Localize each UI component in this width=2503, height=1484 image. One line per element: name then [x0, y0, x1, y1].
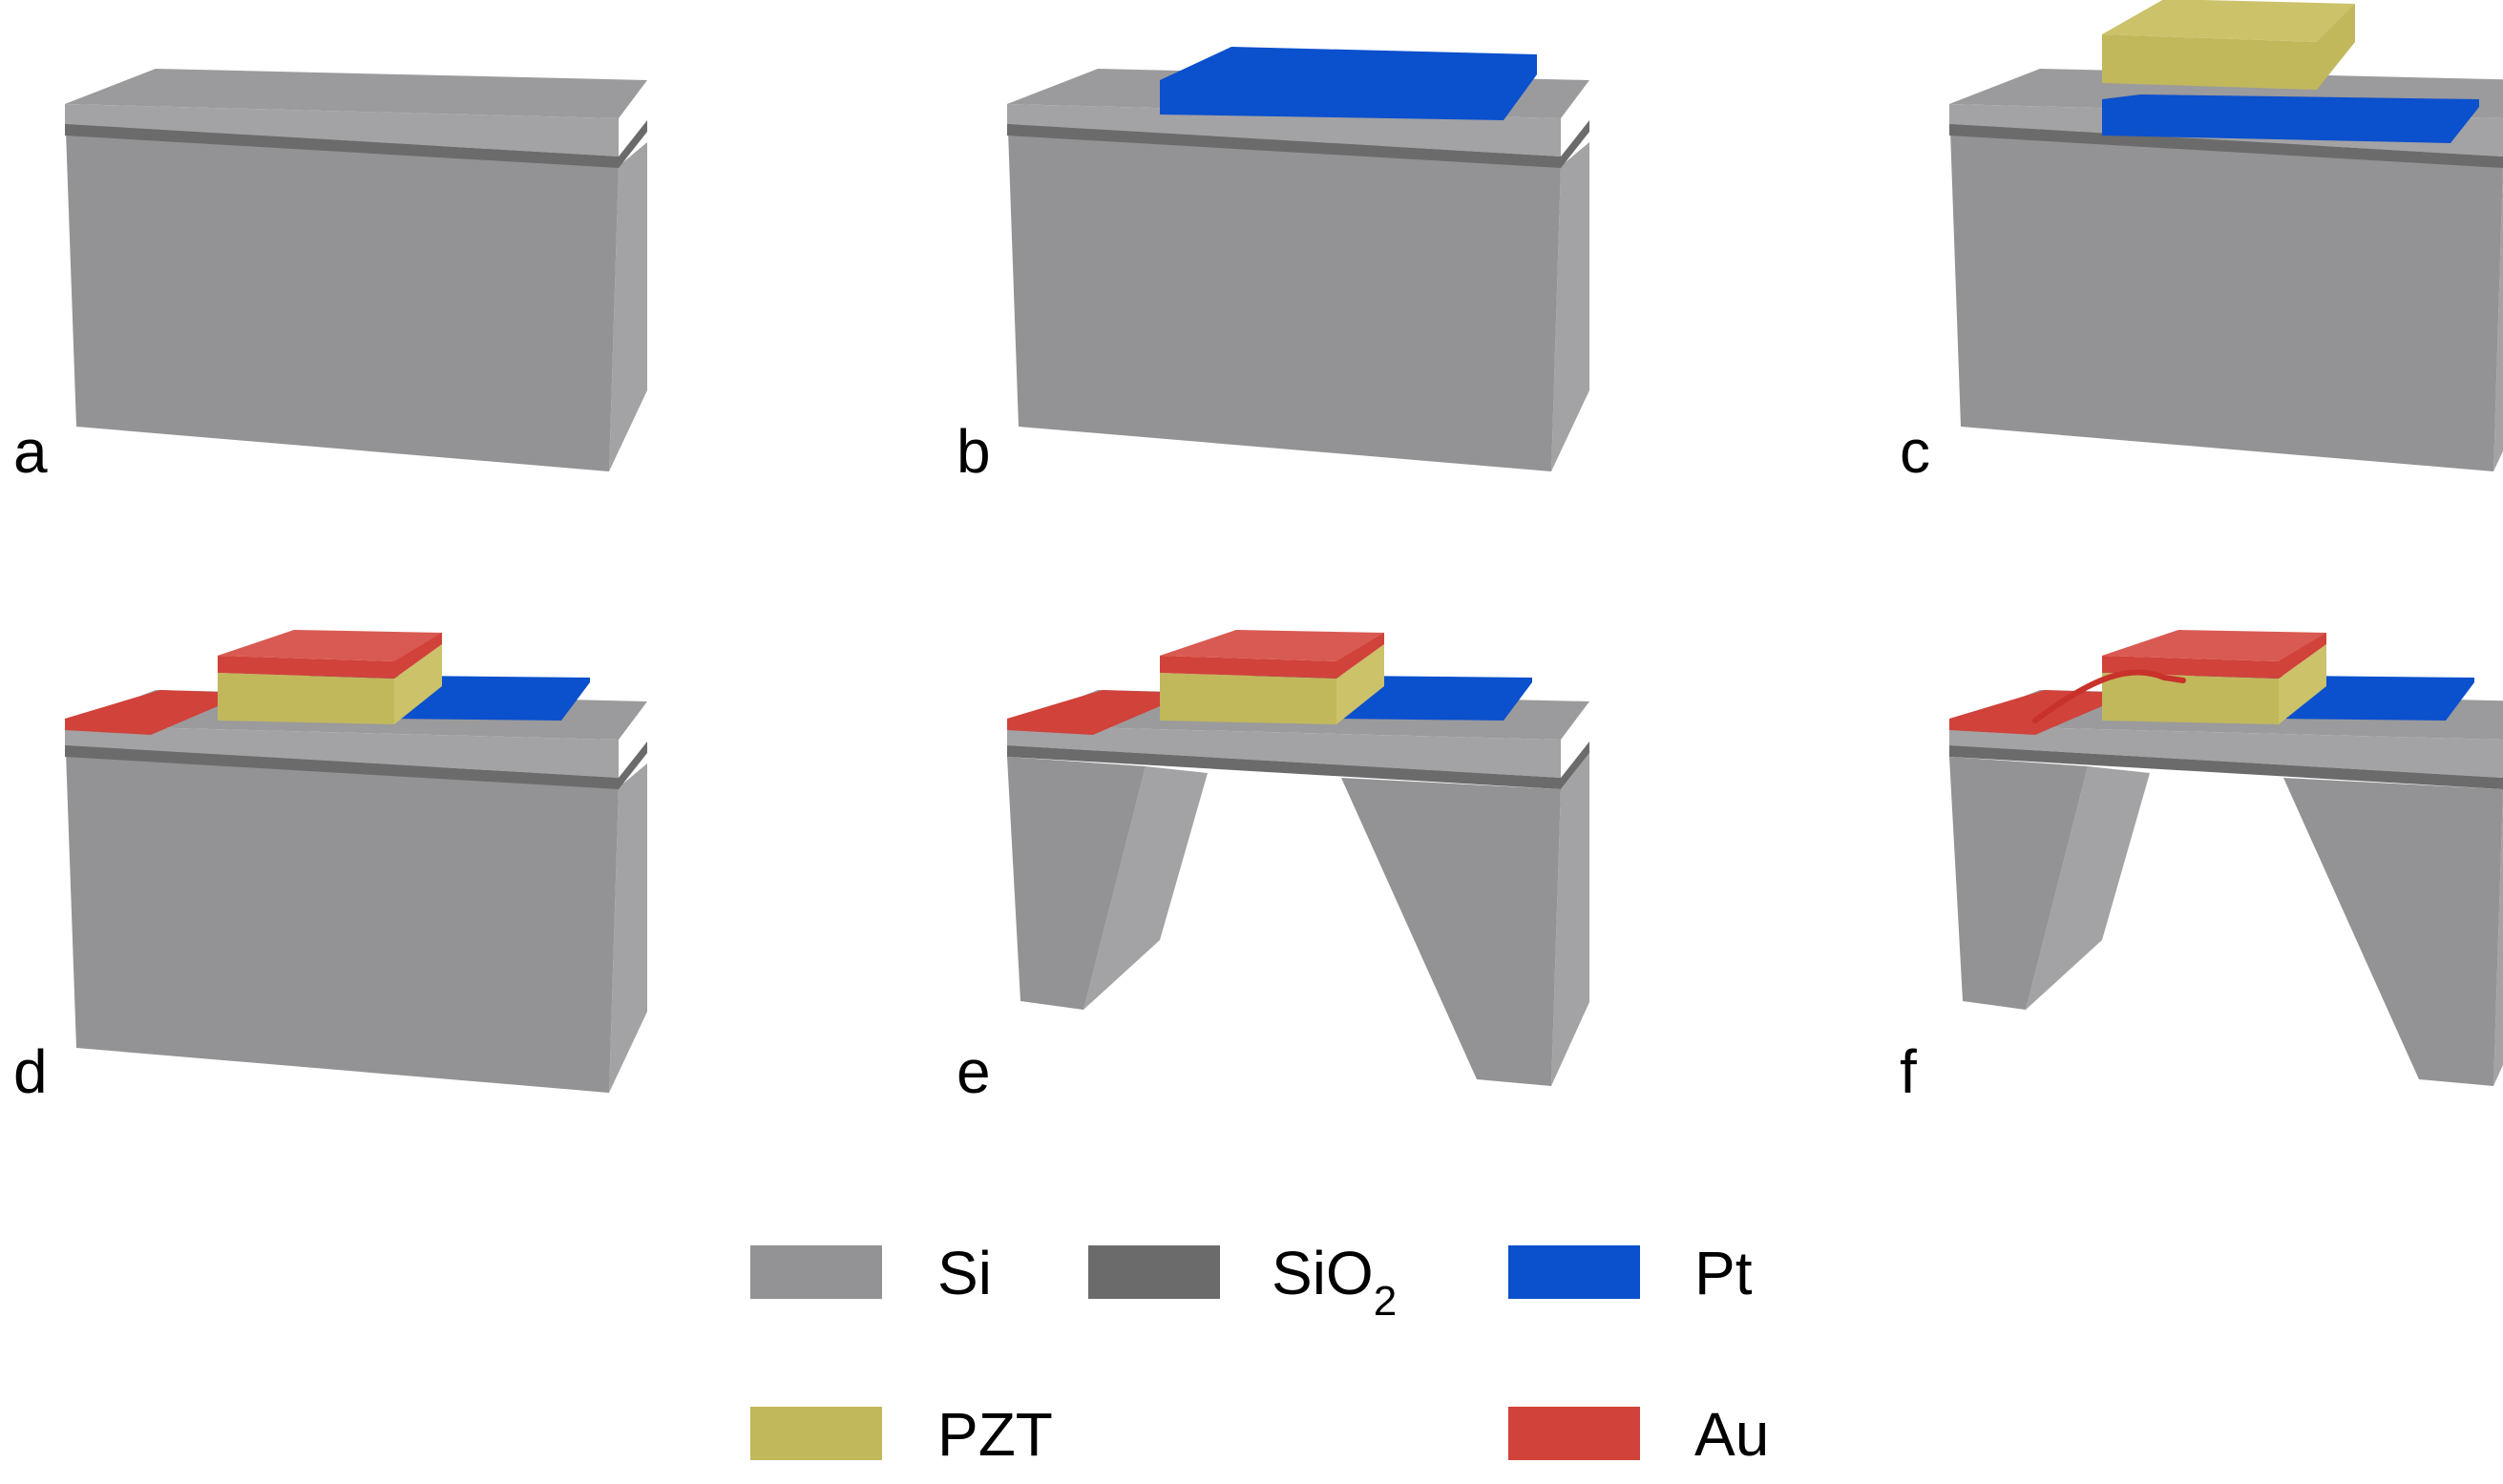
legend-label-pt: Pt: [1694, 1239, 1753, 1307]
legend-label-sio2: SiO2: [1272, 1239, 1397, 1325]
bond-wire: [2032, 669, 2186, 723]
panel-f: [1949, 630, 2503, 1086]
panel-label-e: e: [957, 1037, 991, 1106]
legend-swatch-sio2: [1088, 1245, 1220, 1299]
panel-label-f: f: [1900, 1037, 1917, 1106]
panel-label-c: c: [1900, 417, 1930, 486]
panel-b: [1007, 47, 1589, 471]
legend-swatch-pzt: [750, 1407, 882, 1460]
legend: Si SiO2 Pt PZT Au: [750, 1239, 1769, 1469]
legend-item-si: Si: [750, 1239, 992, 1307]
legend-swatch-pt: [1508, 1245, 1640, 1299]
legend-item-sio2: SiO2: [1088, 1239, 1397, 1325]
panel-a: [65, 69, 647, 471]
panel-c: [1949, 0, 2503, 471]
panel-d: [65, 630, 647, 1093]
legend-swatch-au: [1508, 1407, 1640, 1460]
legend-label-sio2-main: SiO: [1272, 1239, 1374, 1307]
panel-label-b: b: [957, 417, 991, 486]
panel-e: [1007, 630, 1589, 1086]
legend-item-pt: Pt: [1508, 1239, 1753, 1307]
legend-label-sio2-subscript: 2: [1374, 1278, 1397, 1325]
legend-item-au: Au: [1508, 1400, 1769, 1469]
panel-label-d: d: [13, 1037, 48, 1106]
legend-swatch-si: [750, 1245, 882, 1299]
legend-label-si: Si: [937, 1239, 992, 1307]
legend-label-pzt: PZT: [937, 1400, 1053, 1469]
legend-item-pzt: PZT: [750, 1400, 1053, 1469]
legend-label-au: Au: [1694, 1400, 1769, 1469]
panel-label-a: a: [13, 417, 48, 486]
